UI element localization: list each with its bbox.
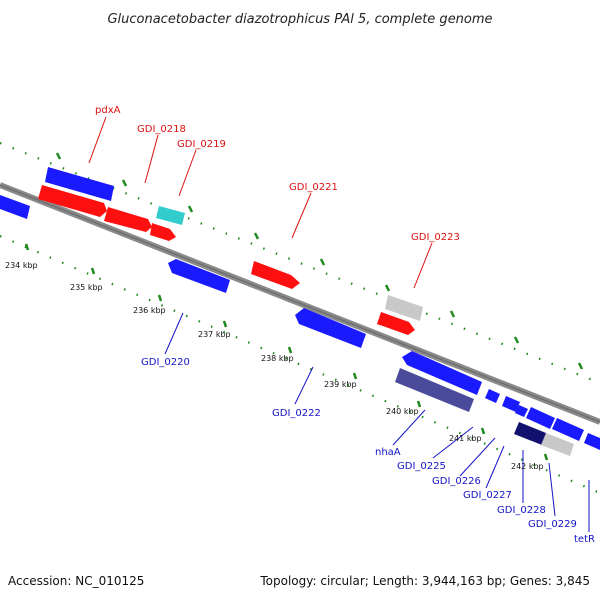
tick-label-234: 234 kbp (5, 261, 38, 270)
reverse-genes (168, 259, 600, 456)
forward-genes (0, 167, 423, 335)
outer-tick-track (0, 141, 600, 385)
label-GDI_0229: GDI_0229 (528, 519, 577, 530)
gene-GDI_0219-cyan (156, 206, 185, 225)
label-GDI_0222: GDI_0222 (272, 408, 321, 419)
reverse-label-lines (164, 312, 590, 532)
label-nhaA: nhaA (375, 447, 401, 458)
tick-label-240: 240 kbp (386, 407, 419, 416)
gene-GDI_0228-navy (514, 422, 546, 445)
inner-major-ticks (24, 243, 549, 461)
gene-GDI_0222 (295, 308, 366, 348)
label-GDI_0219: GDI_0219 (177, 139, 226, 150)
label-GDI_0220: GDI_0220 (141, 357, 190, 368)
tick-label-235: 235 kbp (70, 283, 103, 292)
gene-GDI_0228 (526, 407, 555, 429)
label-GDI_0221: GDI_0221 (289, 182, 338, 193)
outer-major-ticks (55, 152, 584, 370)
label-GDI_0218: GDI_0218 (137, 124, 186, 135)
label-GDI_0223: GDI_0223 (411, 232, 460, 243)
topology-text: Topology: circular; Length: 3,944,163 bp… (259, 574, 590, 588)
forward-label-lines (88, 116, 433, 289)
backbone-inner (0, 184, 600, 423)
gene-GDI_0227-b (515, 405, 528, 417)
gene-GDI_0227 (502, 396, 520, 412)
tick-label-237: 237 kbp (198, 330, 231, 339)
gene-GDI_0223 (385, 295, 423, 321)
inner-tick-track (0, 234, 600, 495)
gene-GDI_0229-grey (541, 433, 574, 456)
accession-text: Accession: NC_010125 (8, 574, 144, 588)
gene-GDI_0221 (251, 261, 300, 289)
label-GDI_0227: GDI_0227 (463, 490, 512, 501)
gene-GDI_0218-b (104, 207, 152, 232)
gene-tetR (584, 433, 600, 450)
label-GDI_0228: GDI_0228 (497, 505, 546, 516)
gene-GDI_0220 (168, 259, 230, 293)
gene-GDI_0219 (150, 223, 176, 241)
label-GDI_0226: GDI_0226 (432, 476, 481, 487)
gene-GDI_0226 (485, 389, 500, 403)
tick-label-239: 239 kbp (324, 380, 357, 389)
gene-GDI_0218 (38, 185, 107, 217)
gene-nhaA (402, 351, 482, 395)
gene-left-edge (0, 195, 30, 219)
tick-labels: 234 kbp 235 kbp 236 kbp 237 kbp 238 kbp … (5, 261, 544, 471)
label-tetR: tetR (574, 534, 595, 545)
tick-label-241: 241 kbp (449, 434, 482, 443)
tick-label-236: 236 kbp (133, 306, 166, 315)
tick-label-242: 242 kbp (511, 462, 544, 471)
forward-gene-labels: pdxA GDI_0218 GDI_0219 GDI_0221 GDI_0223 (95, 105, 460, 243)
label-pdxA: pdxA (95, 105, 121, 116)
tick-label-238: 238 kbp (261, 354, 294, 363)
gene-pdxA (45, 167, 114, 201)
gene-GDI_0229 (552, 418, 584, 441)
map-title: Gluconacetobacter diazotrophicus PAl 5, … (107, 12, 492, 27)
reverse-gene-labels: GDI_0220 GDI_0222 nhaA GDI_0225 GDI_0226… (141, 357, 595, 545)
label-GDI_0225: GDI_0225 (397, 461, 446, 472)
gene-GDI_0223-b (377, 312, 415, 335)
gene-GDI_0225 (395, 368, 474, 412)
